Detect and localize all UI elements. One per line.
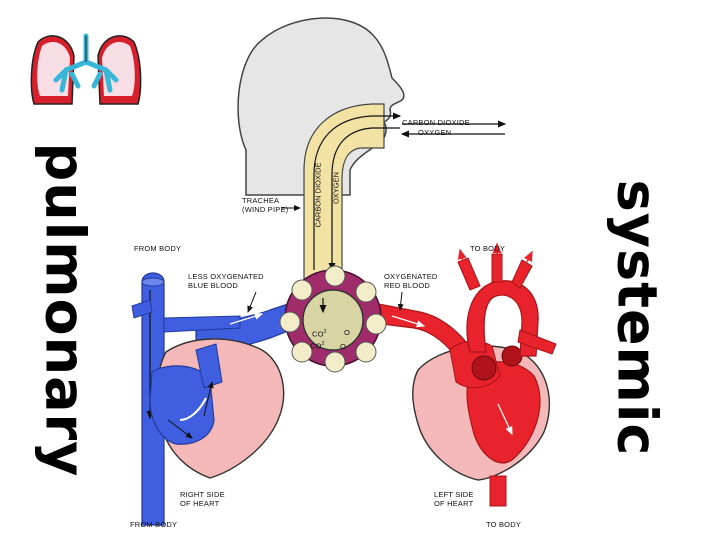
systemic-label: systemic [605, 179, 669, 457]
trachea-airway [282, 103, 507, 301]
alveolus-o2-a: O [344, 328, 351, 337]
lungs-icon [30, 33, 142, 105]
from-body-bottom-label: FROM BODY [130, 520, 178, 529]
alveolus-co2-b: CO2 [310, 341, 325, 351]
less-oxygenated-label: LESS OXYGENATED BLUE BLOOD [188, 272, 264, 290]
co2-out-label: CARBON DIOXIDE [402, 118, 470, 127]
left-heart [412, 340, 551, 481]
oxygenated-label: OXYGENATED RED BLOOD [384, 272, 438, 290]
alveolus-co2-a: CO2 [312, 329, 327, 339]
to-body-bottom-label: TO BODY [486, 520, 522, 529]
trachea-co2-label: CARBON DIOXIDE [313, 162, 323, 228]
o2-in-label: OXYGEN [418, 128, 452, 137]
trachea-o2-label: OXYGEN [331, 171, 341, 205]
left-side-label: LEFT SIDE OF HEART [434, 490, 474, 508]
right-heart [149, 338, 285, 479]
trachea-label: TRACHEA (WIND PIPE) [242, 196, 289, 214]
pulmonary-label: pulmonary [33, 142, 97, 478]
aorta [457, 242, 557, 507]
alveolus [279, 265, 387, 373]
right-side-label: RIGHT SIDE OF HEART [180, 490, 225, 508]
oxygenated-pointer [397, 291, 404, 311]
to-body-top-label: TO BODY [470, 244, 506, 253]
from-body-top-label: FROM BODY [134, 244, 182, 253]
less-oxygenated-pointer [247, 291, 257, 313]
alveolus-o2-b: O [340, 342, 347, 351]
